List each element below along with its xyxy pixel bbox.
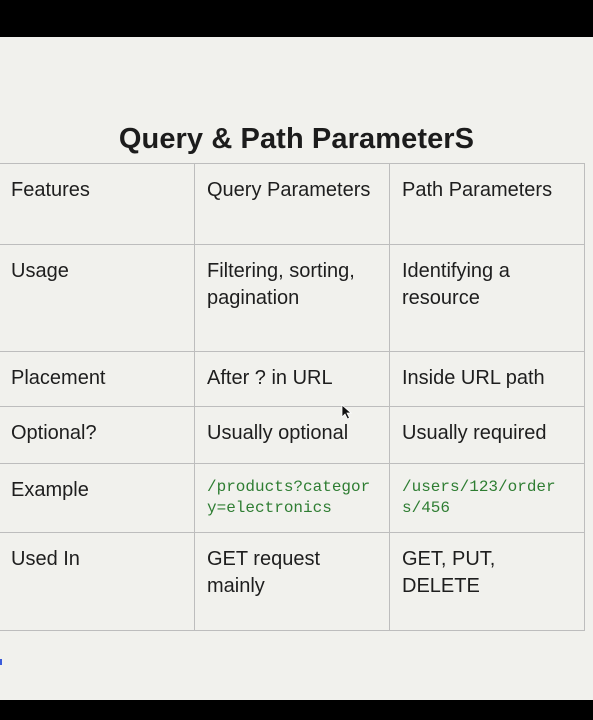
header-cell-path-parameters: Path Parameters: [389, 163, 585, 245]
edge-marker: [0, 659, 2, 665]
row-label-usage: Usage: [0, 244, 195, 352]
path-cell-optional: Usually required: [389, 406, 585, 464]
row-label-placement: Placement: [0, 351, 195, 407]
row-label-used-in: Used In: [0, 532, 195, 631]
query-cell-example-code: /products?category=electronics: [194, 463, 390, 533]
header-cell-features: Features: [0, 163, 195, 245]
query-cell-placement: After ? in URL: [194, 351, 390, 407]
comparison-table: Features Query Parameters Path Parameter…: [0, 163, 585, 631]
query-cell-usage: Filtering, sorting, pagination: [194, 244, 390, 352]
path-cell-used-in: GET, PUT, DELETE: [389, 532, 585, 631]
table-row: Used In GET request mainly GET, PUT, DEL…: [0, 532, 585, 631]
table-header-row: Features Query Parameters Path Parameter…: [0, 163, 585, 245]
bottom-letterbox-bar: [0, 700, 593, 720]
path-cell-usage: Identifying a resource: [389, 244, 585, 352]
top-letterbox-bar: [0, 0, 593, 37]
path-cell-example-code: /users/123/orders/456: [389, 463, 585, 533]
slide: Query & Path ParameterS Features Query P…: [0, 37, 593, 700]
row-label-example: Example: [0, 463, 195, 533]
header-cell-query-parameters: Query Parameters: [194, 163, 390, 245]
path-cell-placement: Inside URL path: [389, 351, 585, 407]
table-row: Optional? Usually optional Usually requi…: [0, 406, 585, 464]
table-row: Usage Filtering, sorting, pagination Ide…: [0, 244, 585, 352]
table-row: Example /products?category=electronics /…: [0, 463, 585, 533]
mouse-pointer-icon: [341, 404, 353, 420]
row-label-optional: Optional?: [0, 406, 195, 464]
slide-title: Query & Path ParameterS: [118, 123, 475, 155]
query-cell-used-in: GET request mainly: [194, 532, 390, 631]
table-row: Placement After ? in URL Inside URL path: [0, 351, 585, 407]
query-cell-optional: Usually optional: [194, 406, 390, 464]
